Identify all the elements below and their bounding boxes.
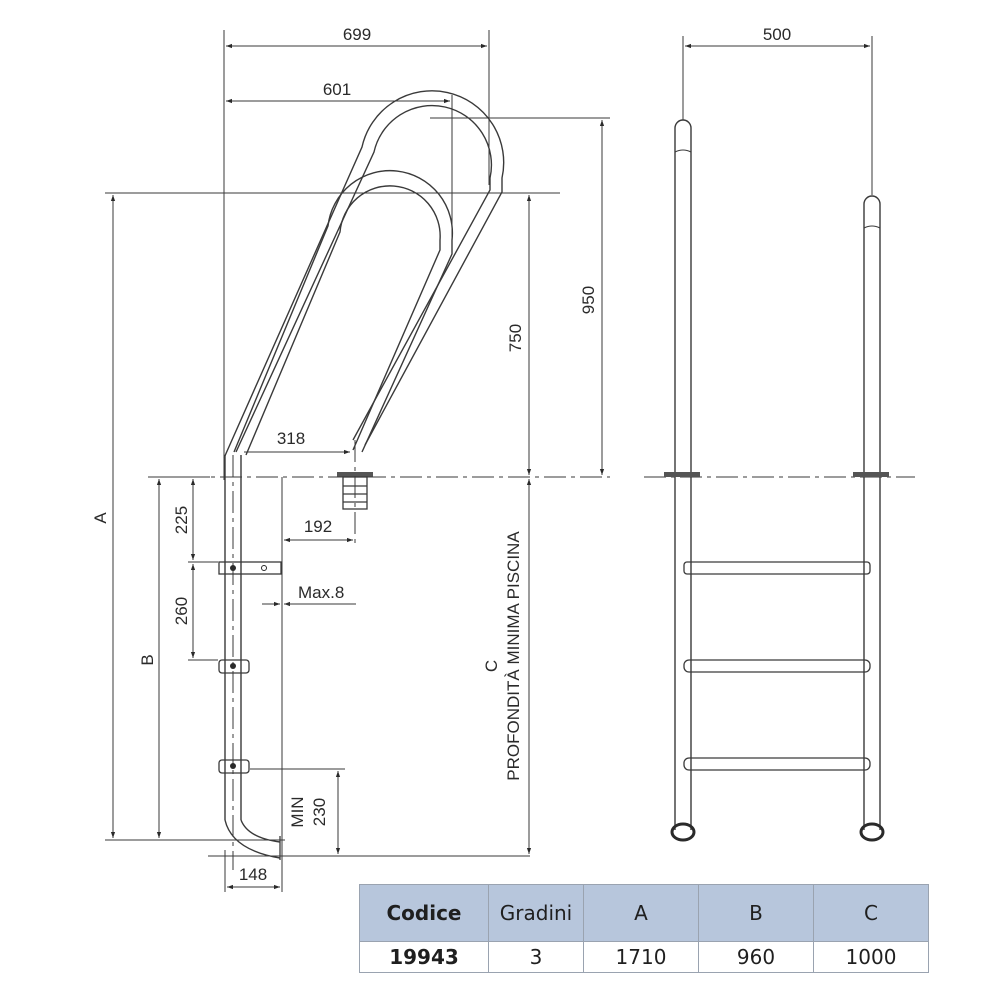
cell-b: 960 [698, 941, 814, 973]
dim-318: 318 [277, 429, 305, 448]
dim-max-8: Max.8 [298, 583, 344, 602]
side-view: 699 601 [91, 25, 610, 892]
cell-codice: 19943 [359, 941, 489, 973]
header-gradini: Gradini [488, 884, 584, 942]
header-b: B [698, 884, 814, 942]
spec-table: Codice Gradini A B C 19943 3 1710 960 10… [359, 884, 929, 973]
header-c: C [813, 884, 929, 942]
dim-260: 260 [172, 597, 191, 625]
front-view: 500 [644, 25, 915, 842]
table-row: 19943 3 1710 960 1000 [359, 941, 929, 973]
dim-699: 699 [343, 25, 371, 44]
label-pool-depth: PROFONDITÀ MINIMA PISCINA [504, 531, 523, 781]
dim-750: 750 [506, 324, 525, 352]
dim-225: 225 [172, 506, 191, 534]
dim-601: 601 [323, 80, 351, 99]
header-a: A [583, 884, 699, 942]
dim-950: 950 [579, 286, 598, 314]
dim-192: 192 [304, 517, 332, 536]
dim-min-label: MIN [288, 796, 307, 827]
cell-gradini: 3 [488, 941, 584, 973]
label-c: C [482, 660, 501, 672]
spec-table-header: Codice Gradini A B C [359, 884, 929, 942]
label-b: B [138, 654, 157, 665]
cell-a: 1710 [583, 941, 699, 973]
cell-c: 1000 [813, 941, 929, 973]
header-codice: Codice [359, 884, 489, 942]
label-a: A [91, 512, 110, 524]
dim-500: 500 [763, 25, 791, 44]
dim-230: 230 [310, 798, 329, 826]
dim-148: 148 [239, 865, 267, 884]
